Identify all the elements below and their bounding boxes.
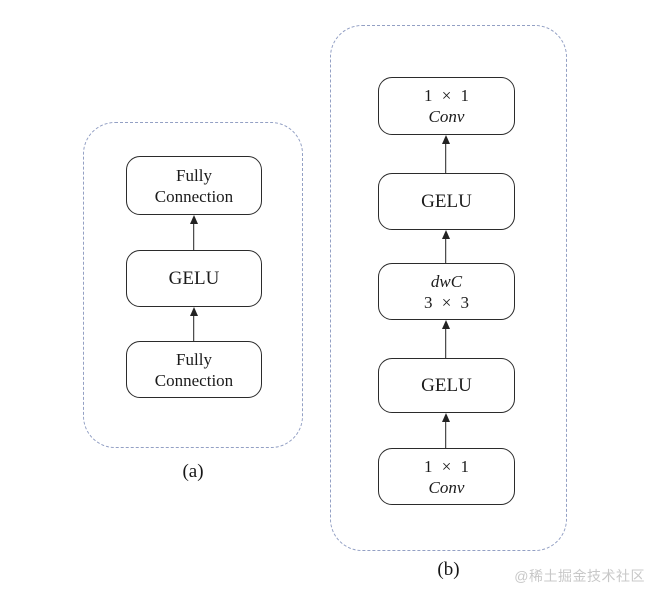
node-b-dwc3x3: dwC 3 × 3 — [378, 263, 515, 320]
node-label-line: dwC — [430, 271, 463, 291]
arrow-up — [441, 230, 450, 263]
node-label-line: GELU — [421, 374, 472, 396]
arrow-up — [189, 307, 198, 341]
node-label-line: 1 × 1 — [423, 86, 470, 105]
arrow-shaft — [192, 312, 195, 341]
arrow-shaft — [444, 140, 447, 173]
arrow-head-icon — [441, 135, 450, 144]
node-label-line: GELU — [421, 190, 472, 212]
node-b-gelu-bottom: GELU — [378, 358, 515, 413]
node-b-conv1x1-top: 1 × 1 Conv — [378, 77, 515, 135]
arrow-up — [441, 320, 450, 358]
node-label-line: Conv — [428, 477, 465, 497]
node-label-line: Conv — [428, 107, 465, 126]
node-label-line: Fully — [176, 349, 212, 369]
arrow-up — [441, 413, 450, 448]
node-a-fully-connection-top: Fully Connection — [126, 156, 262, 215]
node-label-line: Fully — [176, 165, 212, 185]
node-label-line: GELU — [168, 267, 220, 289]
node-b-conv1x1-bottom: 1 × 1 Conv — [378, 448, 515, 505]
panel-a-dashed-container — [83, 122, 303, 448]
arrow-head-icon — [189, 215, 198, 224]
node-label-line: Connection — [154, 186, 234, 206]
arrow-head-icon — [441, 320, 450, 329]
node-label-line: 1 × 1 — [423, 456, 470, 476]
arrow-up — [189, 215, 198, 250]
arrow-up — [441, 135, 450, 173]
watermark-text: @稀土掘金技术社区 — [514, 568, 645, 584]
node-a-fully-connection-bottom: Fully Connection — [126, 341, 262, 398]
arrow-shaft — [192, 220, 195, 250]
node-label-line: Connection — [154, 370, 234, 390]
panel-b-dashed-container — [330, 25, 567, 551]
node-label-line: 3 × 3 — [423, 292, 470, 312]
panel-b-caption: (b) — [437, 559, 460, 580]
arrow-head-icon — [441, 230, 450, 239]
node-a-gelu: GELU — [126, 250, 262, 307]
node-b-gelu-top: GELU — [378, 173, 515, 230]
arrow-shaft — [444, 418, 447, 448]
arrow-head-icon — [441, 413, 450, 422]
arrow-shaft — [444, 325, 447, 358]
panel-a-caption: (a) — [182, 461, 204, 482]
arrow-head-icon — [189, 307, 198, 316]
arrow-shaft — [444, 235, 447, 263]
